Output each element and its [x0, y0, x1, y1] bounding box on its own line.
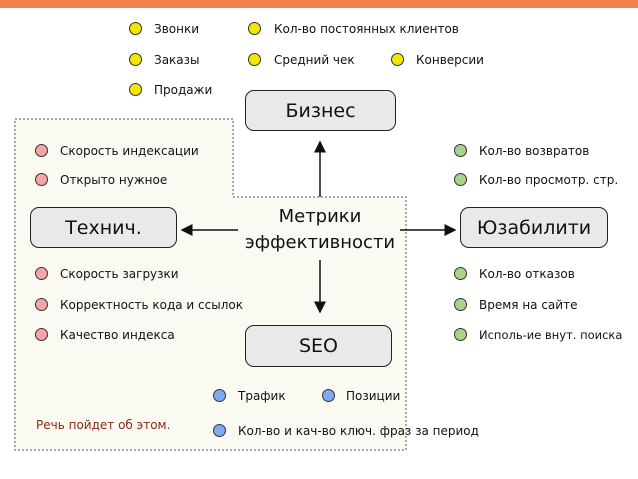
usability-box: Юзабилити [460, 207, 608, 248]
focus-region-outline [14, 118, 407, 451]
metric-dot-icon [454, 144, 467, 157]
metric-label: Скорость индексации [60, 144, 199, 158]
metric-label: Кол-во просмотр. стр. [479, 173, 619, 187]
metric-label: Кол-во постоянных клиентов [274, 22, 459, 36]
metric-label: Время на сайте [479, 298, 578, 312]
center-title-line1: Метрики [278, 206, 362, 227]
business-box: Бизнес [245, 90, 396, 131]
metric-dot-icon [454, 328, 467, 341]
metric-label: Качество индекса [60, 328, 175, 342]
metric-dot-icon [129, 83, 142, 96]
metric-label: Кол-во и кач-во ключ. фраз за период [238, 424, 479, 438]
metric-label: Открыто нужное [60, 173, 168, 187]
metric-label: Трафик [238, 389, 286, 403]
metric-label: Конверсии [416, 53, 484, 67]
metric-label: Исполь-ие внут. поиска [479, 328, 623, 342]
metric-dot-icon [454, 298, 467, 311]
metric-dot-icon [129, 53, 142, 66]
metric-dot-icon [322, 389, 335, 402]
metric-label: Заказы [154, 53, 200, 67]
metric-dot-icon [129, 22, 142, 35]
metric-label: Средний чек [274, 53, 355, 67]
metric-dot-icon [35, 328, 48, 341]
top-accent-bar [0, 0, 638, 8]
metric-label: Кол-во возвратов [479, 144, 590, 158]
tech-box: Технич. [30, 207, 177, 248]
metric-dot-icon [35, 298, 48, 311]
metric-dot-icon [454, 267, 467, 280]
metric-dot-icon [248, 22, 261, 35]
metric-dot-icon [35, 144, 48, 157]
metric-label: Позиции [346, 389, 401, 403]
metric-dot-icon [454, 173, 467, 186]
metric-dot-icon [35, 267, 48, 280]
center-title: Метрики эффективности [240, 204, 400, 256]
center-title-line2: эффективности [244, 232, 396, 253]
metric-dot-icon [391, 53, 404, 66]
metric-label: Корректность кода и ссылок [60, 298, 243, 312]
metric-dot-icon [213, 389, 226, 402]
metric-label: Звонки [154, 22, 199, 36]
metric-label: Скорость загрузки [60, 267, 179, 281]
metric-dot-icon [213, 424, 226, 437]
note-text: Речь пойдет об этом. [36, 418, 171, 432]
metric-dot-icon [248, 53, 261, 66]
metric-label: Продажи [154, 83, 213, 97]
metric-dot-icon [35, 173, 48, 186]
metric-label: Кол-во отказов [479, 267, 575, 281]
seo-box: SEO [245, 325, 392, 367]
